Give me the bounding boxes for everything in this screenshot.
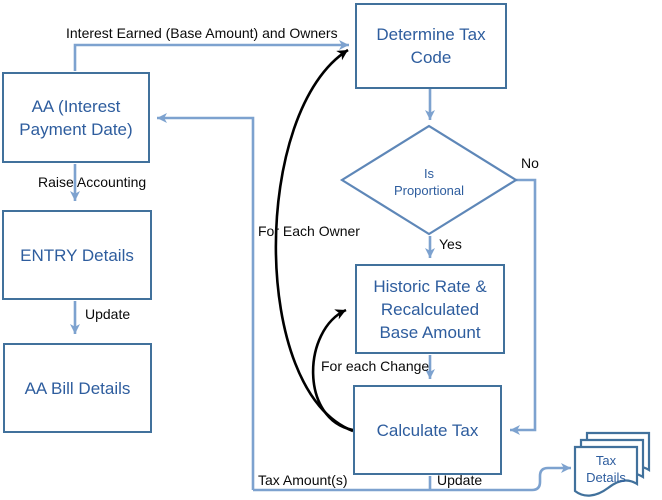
edge-label-raise-accounting: Raise Accounting	[38, 174, 147, 190]
edge-label-update-tax-details: Update	[437, 472, 483, 488]
edge-label-for-each-owner: For Each Owner	[258, 223, 360, 239]
edge-label-no: No	[521, 155, 539, 171]
edge-update-to-docs	[253, 463, 571, 492]
node-historic-rate: Historic Rate & Recalculated Base Amount	[355, 264, 505, 354]
node-entry-details: ENTRY Details	[2, 210, 152, 300]
decision-diamond-label: Is Proportional	[393, 166, 465, 198]
node-determine-tax-code: Determine Tax Code	[355, 3, 507, 89]
edge-label-interest-earned: Interest Earned (Base Amount) and Owners	[66, 25, 338, 41]
node-calculate-tax: Calculate Tax	[353, 385, 502, 475]
document-page-front	[573, 445, 639, 497]
node-aa-interest-payment-date: AA (Interest Payment Date)	[2, 72, 150, 163]
edge-decision-no	[510, 178, 537, 435]
edge-interest-earned	[73, 40, 349, 71]
multi-document-label: Tax Details	[586, 453, 626, 485]
edge-label-tax-amounts: Tax Amount(s)	[258, 472, 348, 488]
multi-document-shape	[573, 431, 651, 497]
decision-diamond-shape	[339, 124, 519, 236]
edge-label-update-entry: Update	[85, 306, 131, 322]
edge-for-each-owner	[274, 48, 354, 433]
edge-for-each-change	[311, 308, 354, 432]
edge-tax-amounts-return	[157, 113, 255, 490]
edge-label-for-each-change: For each Change	[321, 358, 430, 374]
edge-label-yes: Yes	[439, 236, 462, 252]
node-aa-bill-details: AA Bill Details	[3, 343, 152, 433]
